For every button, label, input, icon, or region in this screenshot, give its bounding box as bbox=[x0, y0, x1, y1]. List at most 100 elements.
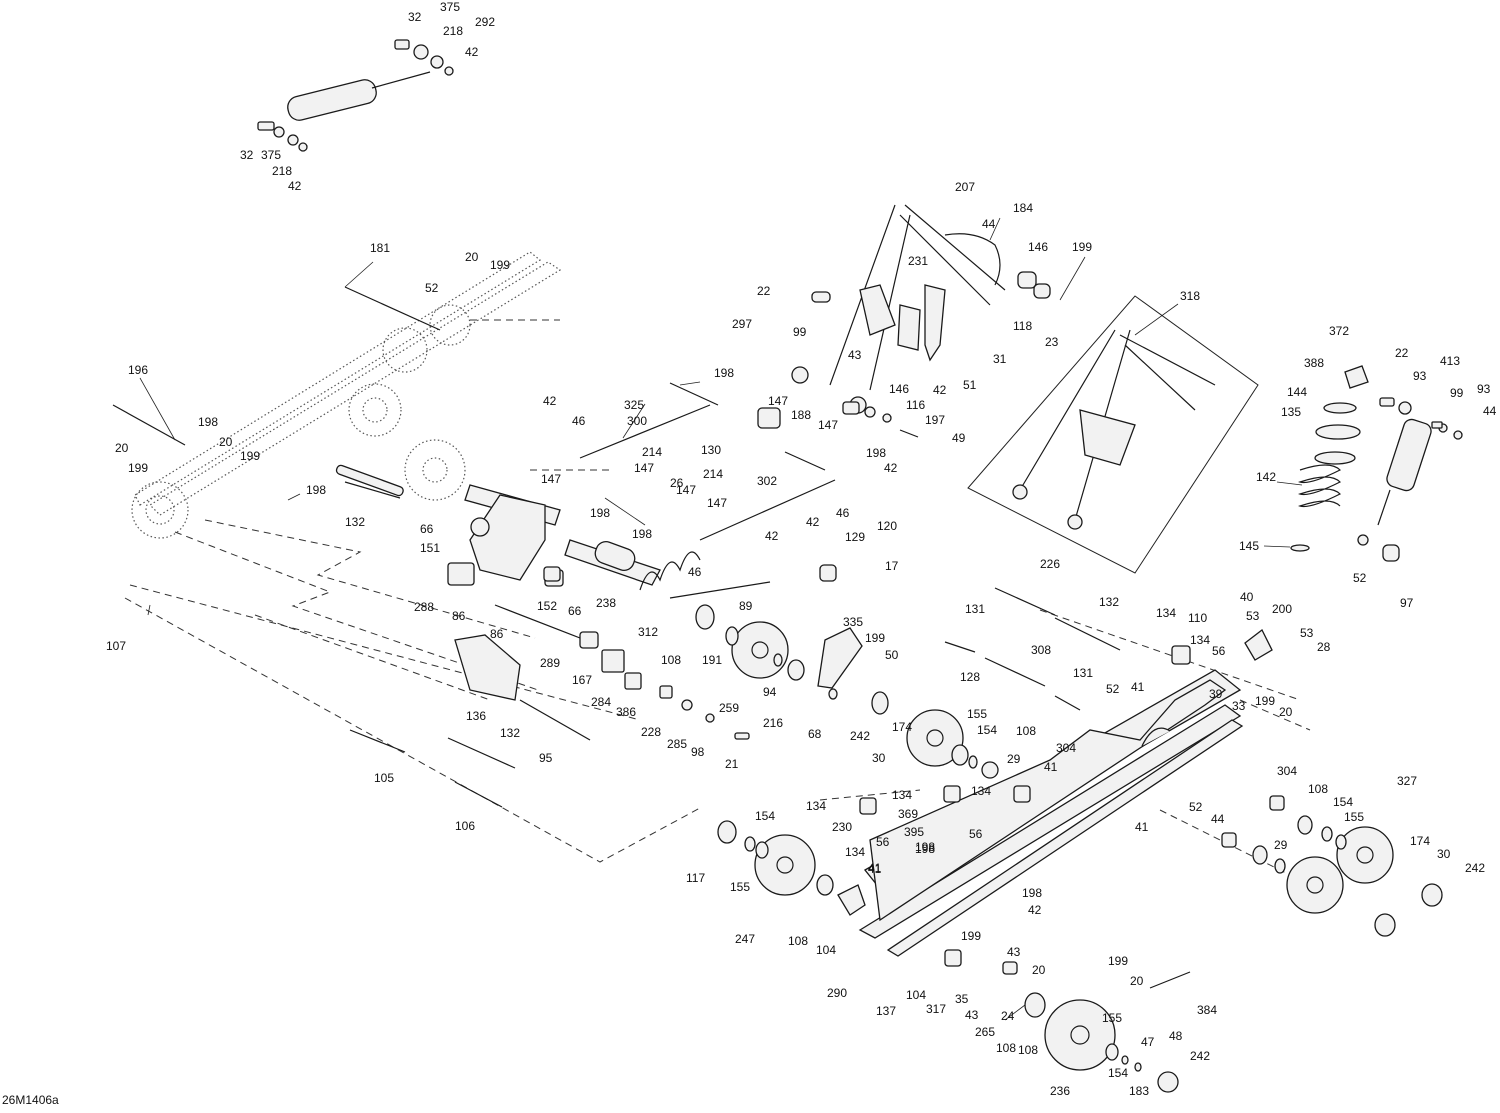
part-callout: 218 bbox=[443, 24, 463, 38]
part-callout: 46 bbox=[572, 414, 586, 428]
part-callout: 116 bbox=[906, 398, 925, 412]
part-callout: 99 bbox=[793, 325, 807, 339]
part-callout: 20 bbox=[1130, 974, 1144, 988]
part-callout: 154 bbox=[1108, 1066, 1128, 1080]
part-callout: 47 bbox=[1141, 1035, 1155, 1049]
part-callout: 93 bbox=[1477, 382, 1491, 396]
document-code: 26M1406a bbox=[2, 1093, 59, 1107]
part-callout: 30 bbox=[1437, 847, 1451, 861]
part-callout: 154 bbox=[977, 723, 997, 737]
part-callout: 132 bbox=[345, 515, 365, 529]
part-callout: 20 bbox=[465, 250, 479, 264]
part-callout: 155 bbox=[730, 880, 750, 894]
part-callout: 105 bbox=[374, 771, 394, 785]
part-callout: 21 bbox=[725, 757, 739, 771]
part-callout: 196 bbox=[128, 363, 148, 377]
part-callout: 95 bbox=[539, 751, 553, 765]
leader-lines bbox=[139, 217, 1303, 1021]
part-callout: 146 bbox=[889, 382, 909, 396]
part-callout: 108 bbox=[788, 934, 808, 948]
part-callout: 94 bbox=[763, 685, 777, 699]
part-callout: 304 bbox=[1056, 741, 1076, 755]
part-callout: 285 bbox=[667, 737, 687, 751]
part-callout: 184 bbox=[1013, 201, 1033, 215]
part-callout: 42 bbox=[765, 529, 779, 543]
part-callout: 183 bbox=[1129, 1084, 1149, 1098]
part-callout: 228 bbox=[641, 725, 661, 739]
part-callout: 41 bbox=[1135, 820, 1149, 834]
part-callout: 49 bbox=[952, 431, 966, 445]
part-callout: 117 bbox=[686, 871, 705, 885]
part-callout: 52 bbox=[425, 281, 439, 295]
part-callout: 181 bbox=[370, 241, 390, 255]
part-callout: 134 bbox=[892, 788, 912, 802]
part-callout: 42 bbox=[884, 461, 898, 475]
part-callout: 265 bbox=[975, 1025, 995, 1039]
part-callout: 134 bbox=[806, 799, 826, 813]
front-arm-assembly bbox=[447, 484, 771, 741]
part-callout: 375 bbox=[440, 0, 460, 14]
part-callout: 68 bbox=[808, 727, 822, 741]
part-callout: 56 bbox=[1212, 644, 1226, 658]
part-callout: 147 bbox=[768, 394, 788, 408]
part-callout: 231 bbox=[908, 254, 928, 268]
part-callout: 302 bbox=[757, 474, 777, 488]
part-callout: 413 bbox=[1440, 354, 1460, 368]
part-callout: 56 bbox=[876, 835, 890, 849]
part-callout: 44 bbox=[1483, 404, 1497, 418]
part-callout: 218 bbox=[272, 164, 292, 178]
part-callout: 242 bbox=[1465, 861, 1485, 875]
part-callout: 230 bbox=[832, 820, 852, 834]
part-callout: 259 bbox=[719, 701, 739, 715]
part-callout: 388 bbox=[1304, 356, 1324, 370]
part-callout: 129 bbox=[845, 530, 865, 544]
part-callout: 134 bbox=[1190, 633, 1210, 647]
part-callout: 26 bbox=[670, 476, 684, 490]
part-callout: 42 bbox=[465, 45, 479, 59]
part-callout: 107 bbox=[106, 639, 126, 653]
part-callout: 28 bbox=[1317, 640, 1331, 654]
part-callout: 198 bbox=[866, 446, 886, 460]
part-callout: 145 bbox=[1239, 539, 1259, 553]
part-callout: 86 bbox=[490, 627, 504, 641]
part-callout: 41 bbox=[868, 861, 882, 875]
rear-arm-207 bbox=[791, 204, 1051, 438]
part-callout-labels: 32 375 292 218 42 32 375 218 42 207 184 … bbox=[106, 0, 1497, 1098]
slide-rail-assembly bbox=[858, 669, 1244, 957]
part-callout: 29 bbox=[1007, 752, 1021, 766]
part-callout: 197 bbox=[925, 413, 945, 427]
part-callout: 152 bbox=[537, 599, 557, 613]
part-callout: 39 bbox=[1209, 687, 1223, 701]
part-callout: 135 bbox=[1281, 405, 1301, 419]
part-callout: 43 bbox=[848, 348, 862, 362]
part-callout: 288 bbox=[414, 600, 434, 614]
part-callout: 42 bbox=[288, 179, 302, 193]
part-callout: 56 bbox=[969, 827, 983, 841]
part-callout: 214 bbox=[642, 445, 662, 459]
part-callout: 44 bbox=[1211, 812, 1225, 826]
part-callout: 46 bbox=[836, 506, 850, 520]
part-callout: 20 bbox=[219, 435, 233, 449]
part-callout: 97 bbox=[1400, 596, 1414, 610]
part-callout: 325 bbox=[624, 398, 644, 412]
part-callout: 247 bbox=[735, 932, 755, 946]
part-callout: 32 bbox=[408, 10, 422, 24]
part-callout: 44 bbox=[982, 217, 996, 231]
part-callout: 200 bbox=[1272, 602, 1292, 616]
part-callout: 198 bbox=[714, 366, 734, 380]
part-callout: 198 bbox=[306, 483, 326, 497]
part-callout: 155 bbox=[1102, 1011, 1122, 1025]
part-callout: 134 bbox=[971, 784, 991, 798]
part-callout: 198 bbox=[915, 842, 935, 856]
part-callout: 48 bbox=[1169, 1029, 1183, 1043]
part-callout: 395 bbox=[904, 825, 924, 839]
part-callout: 66 bbox=[420, 522, 434, 536]
part-callout: 131 bbox=[1073, 666, 1093, 680]
part-callout: 147 bbox=[676, 483, 696, 497]
part-callout: 312 bbox=[638, 625, 658, 639]
part-callout: 23 bbox=[1045, 335, 1059, 349]
part-callout: 50 bbox=[885, 648, 899, 662]
part-callout: 108 bbox=[1018, 1043, 1038, 1057]
part-callout: 167 bbox=[572, 673, 592, 687]
